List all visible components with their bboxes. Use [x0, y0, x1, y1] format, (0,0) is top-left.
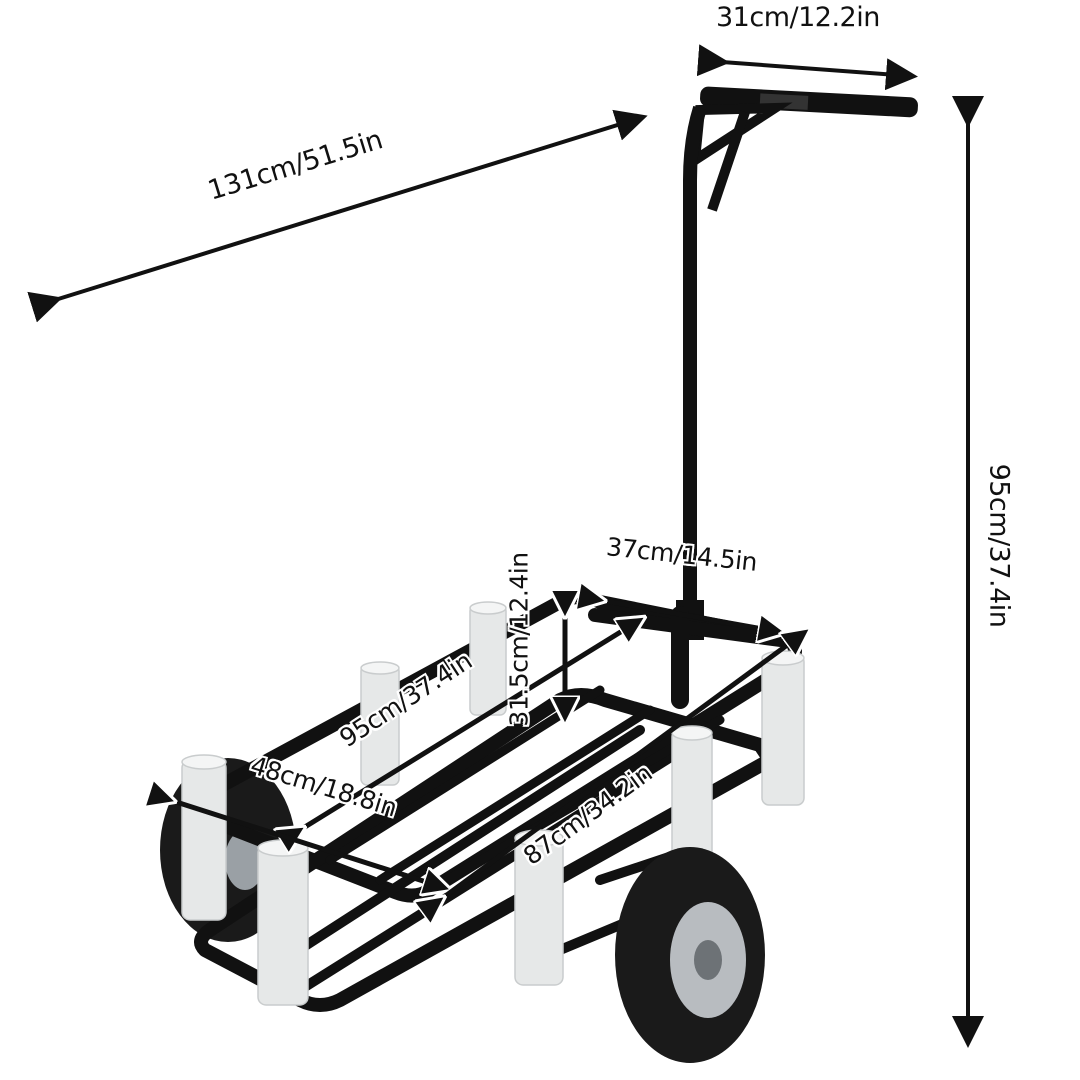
basket-dimension-arrows	[170, 600, 805, 900]
basket-depth-label: 31.5cm/12.4in	[504, 552, 534, 727]
handle-width-label: 31cm/12.2in	[716, 2, 880, 33]
handle	[676, 86, 918, 640]
right-wheel	[615, 847, 765, 1063]
dimension-arrows	[27, 44, 984, 1048]
overall-height-label: 95cm/37.4in	[983, 463, 1015, 628]
